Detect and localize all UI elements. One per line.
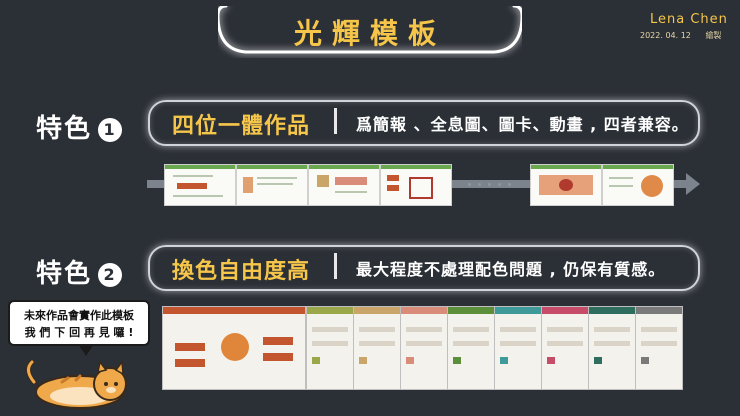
timeline-ellipsis xyxy=(468,183,518,186)
feature2-main: 換色自由度高 xyxy=(172,259,311,284)
ellipsis-dot xyxy=(508,183,511,186)
bubble-line2: 我 們 下 回 再 見 囉 ! xyxy=(24,326,134,339)
feature1-label-text: 特色 xyxy=(36,114,93,144)
ellipsis-dot xyxy=(488,183,491,186)
title-frame xyxy=(218,6,522,54)
feature1-desc: 爲簡報 、全息圖、圖卡、動畫 , 四者兼容。 xyxy=(356,115,689,134)
page-title: 光輝模板 xyxy=(293,17,446,50)
feature2-number-badge: 2 xyxy=(98,262,123,287)
ellipsis-dot xyxy=(468,183,471,186)
feature1-main: 四位一體作品 xyxy=(172,114,311,139)
slide-thumbnail[interactable] xyxy=(164,164,236,206)
feature1-divider xyxy=(334,108,337,134)
slide-thumbnail[interactable] xyxy=(530,164,602,206)
template-variant[interactable] xyxy=(635,306,683,390)
slide-thumbnail[interactable] xyxy=(380,164,452,206)
author-name: Lena Chen xyxy=(650,12,728,27)
ellipsis-dot xyxy=(498,183,501,186)
slide-thumbnail[interactable] xyxy=(308,164,380,206)
bubble-tail xyxy=(78,344,94,356)
bubble-line1: 未來作品會實作此模板 xyxy=(24,309,134,322)
template-variant[interactable] xyxy=(494,306,542,390)
template-variant[interactable] xyxy=(541,306,589,390)
timeline-arrow-icon xyxy=(686,173,700,195)
template-variant[interactable] xyxy=(447,306,495,390)
ellipsis-dot xyxy=(478,183,481,186)
feature2-desc: 最大程度不處理配色問題 , 仍保有質感。 xyxy=(356,260,666,279)
date-value: 2022. 04. 12 xyxy=(640,31,691,40)
speech-bubble: 未來作品會實作此模板 我 們 下 回 再 見 囉 ! xyxy=(8,300,150,346)
feature2-pill xyxy=(148,245,700,291)
feature2-divider xyxy=(334,253,337,279)
feature1-pill xyxy=(148,100,700,146)
template-variant[interactable] xyxy=(353,306,401,390)
slide-thumbnail[interactable] xyxy=(236,164,308,206)
template-variant[interactable] xyxy=(400,306,448,390)
slide-thumbnail[interactable] xyxy=(602,164,674,206)
template-variant[interactable] xyxy=(306,306,354,390)
template-variant[interactable] xyxy=(588,306,636,390)
date-label: 2022. 04. 12 繪製 xyxy=(640,30,721,41)
template-preview-main[interactable] xyxy=(162,306,306,390)
cat-mascot-icon xyxy=(26,359,127,409)
feature1-number-badge: 1 xyxy=(98,117,123,142)
feature2-label-text: 特色 xyxy=(36,259,93,289)
date-suffix: 繪製 xyxy=(705,31,722,40)
